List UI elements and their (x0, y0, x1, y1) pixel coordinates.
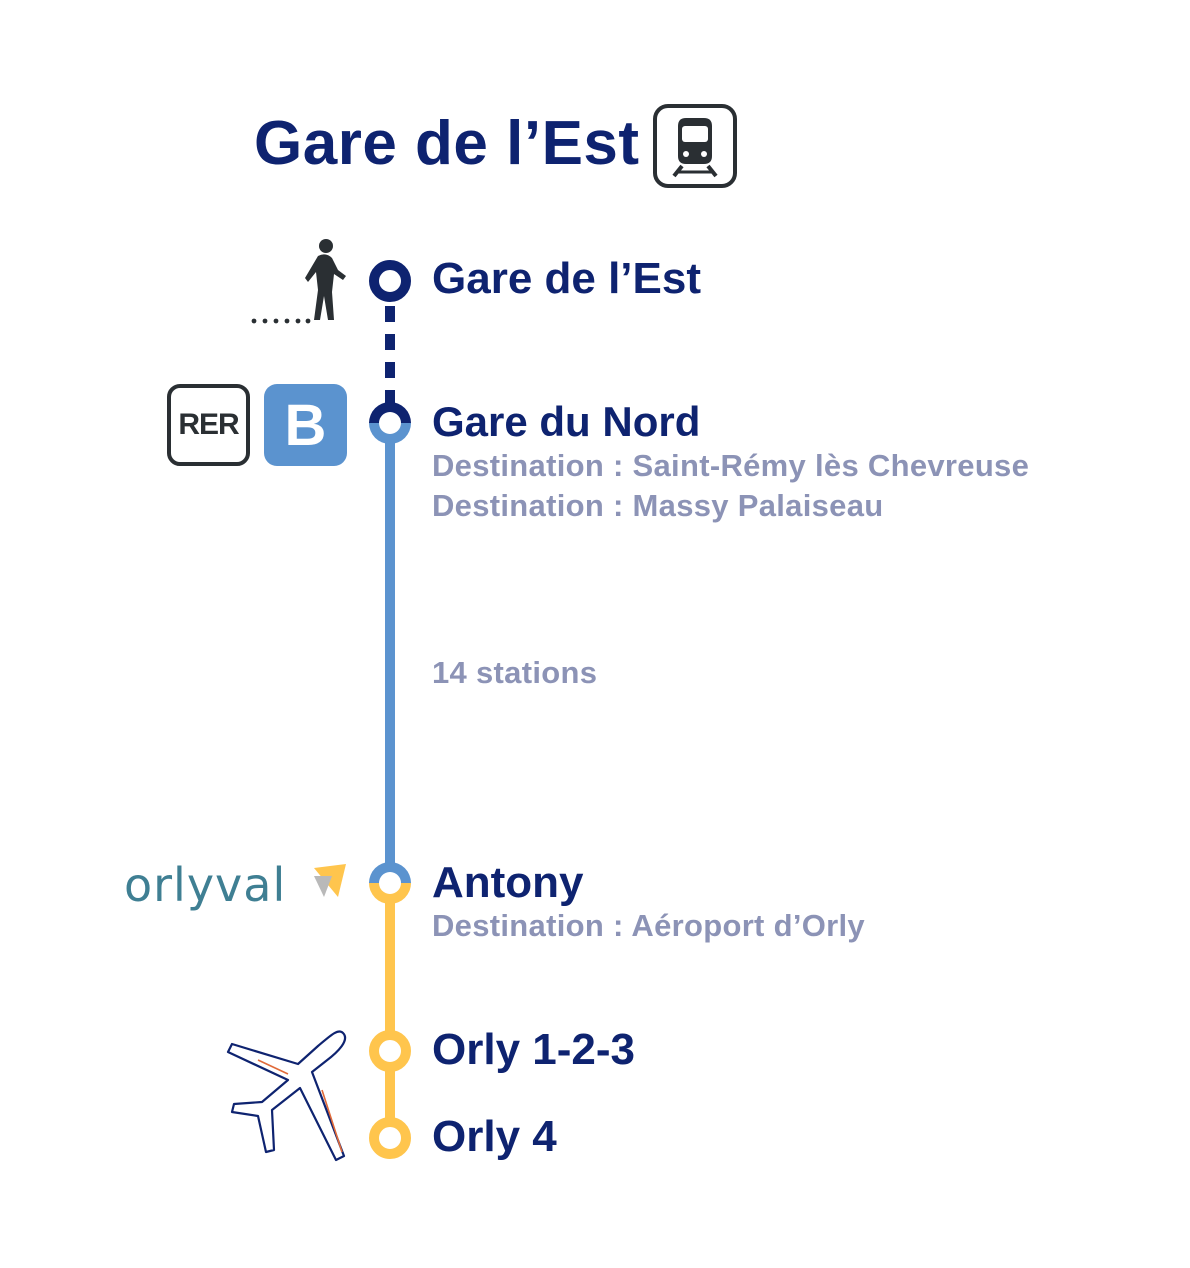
destination-massy-palaiseau: Destination : Massy Palaiseau (432, 488, 884, 523)
station-name-orly-123: Orly 1-2-3 (432, 1025, 635, 1074)
station-dot-gare-du-nord (369, 402, 411, 444)
train-icon (653, 104, 737, 188)
orlyval-arrow-icon (314, 864, 346, 897)
station-dot-orly-4 (369, 1117, 411, 1159)
orlyval-logo: orlyval (124, 858, 287, 912)
station-name-antony: Antony (432, 858, 584, 907)
line-b-badge: B (264, 384, 347, 466)
station-name-gare-du-nord: Gare du Nord (432, 398, 701, 445)
rer-badge: RER (167, 384, 250, 466)
station-count: 14 stations (432, 655, 598, 690)
station-dot-antony (369, 862, 411, 904)
station-name-orly-4: Orly 4 (432, 1112, 557, 1161)
station-dot-orly-123 (369, 1030, 411, 1072)
destination-aeroport-orly: Destination : Aéroport d’Orly (432, 908, 865, 943)
walking-path-dots (251, 318, 311, 324)
destination-saint-remy: Destination : Saint-Rémy lès Chevreuse (432, 448, 1030, 483)
station-dot-gare-de-lest (369, 260, 411, 302)
airplane-icon (226, 1030, 347, 1162)
walking-person-icon (305, 239, 346, 320)
station-name-gare-de-lest: Gare de l’Est (432, 254, 702, 303)
page-title: Gare de l’Est (254, 109, 640, 178)
